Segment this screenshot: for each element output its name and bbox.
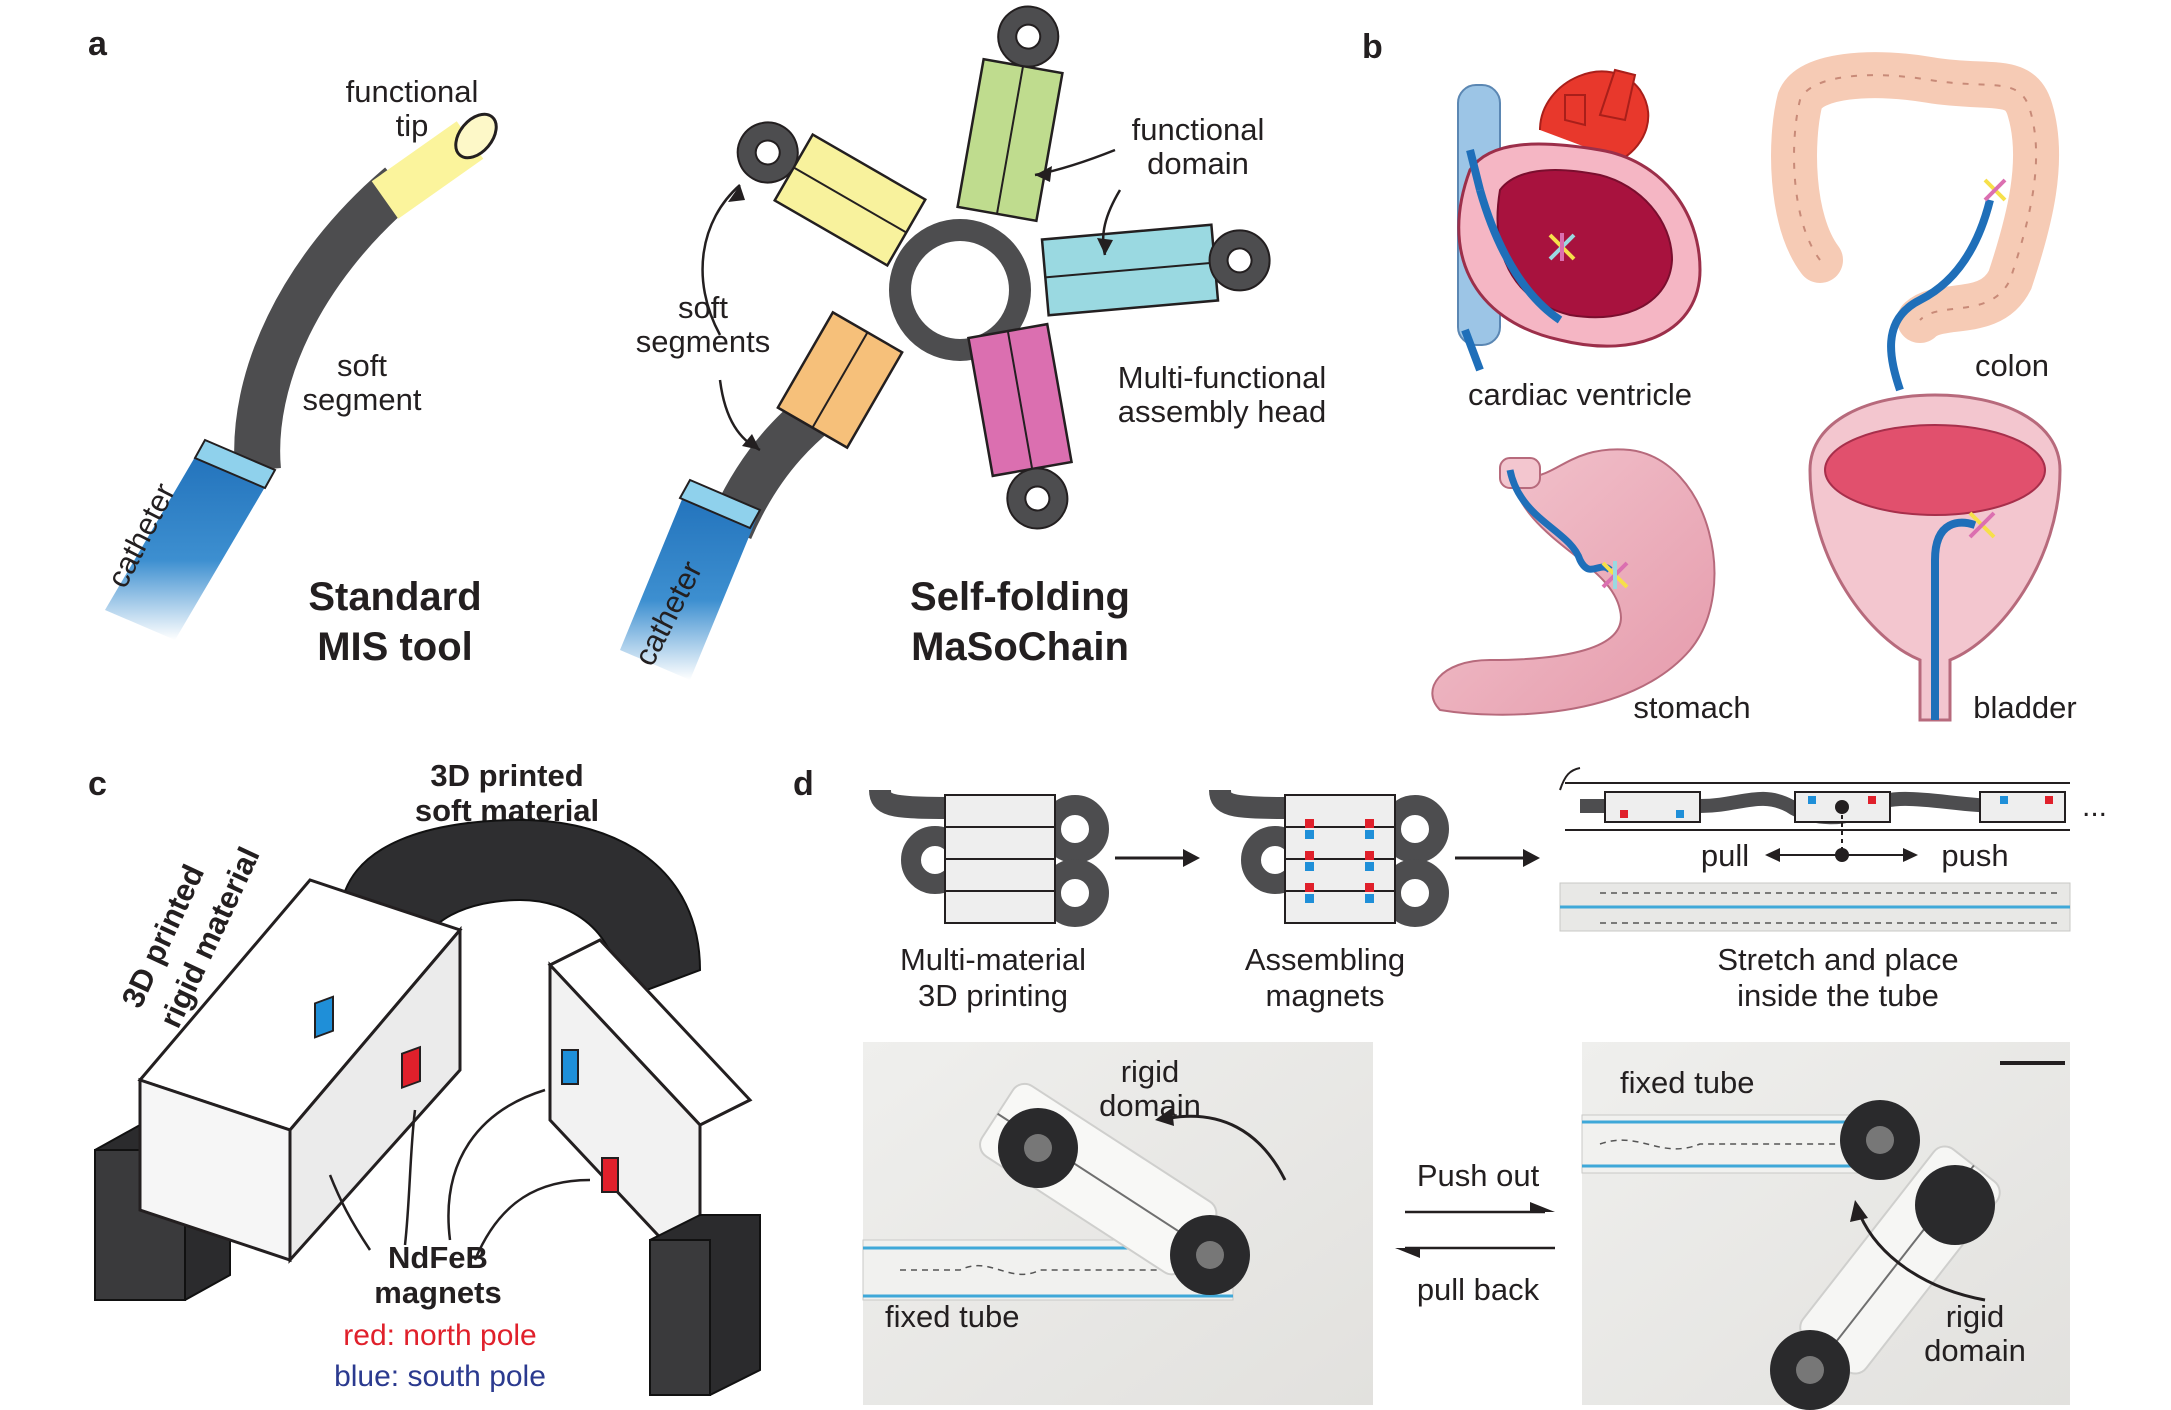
catheter-right-cuff — [678, 478, 762, 530]
push-out-arrowhead — [1530, 1202, 1555, 1212]
stomach-illustration — [1431, 448, 1716, 716]
panel-letter-a: a — [88, 25, 108, 63]
fixed-tube-right-label: fixed tube — [1620, 1065, 1754, 1100]
pull-back-label: pull back — [1417, 1272, 1540, 1307]
pull-back-arrowhead — [1395, 1248, 1420, 1258]
step-arrowhead-1 — [1183, 849, 1200, 867]
step1-diagram — [869, 789, 1109, 927]
functional-tip-line2: tip — [396, 108, 429, 143]
magnets-line2: magnets — [374, 1275, 501, 1310]
catheter-right-body — [620, 480, 760, 680]
rigid-domain-right-line2: domain — [1924, 1333, 2026, 1368]
masochain-illustration — [620, 5, 1271, 680]
standard-tool-illustration — [105, 112, 498, 640]
rigid-domain-left-line1: rigid — [1121, 1054, 1180, 1089]
organ-label-heart: cardiac ventricle — [1468, 377, 1692, 412]
soft-segment-line2: segment — [303, 382, 422, 417]
south-pole-label: blue: south pole — [334, 1360, 546, 1393]
masochain-title-line2: MaSoChain — [911, 625, 1129, 669]
segment-yellow — [736, 121, 927, 268]
segment-pink — [967, 322, 1073, 530]
bladder-illustration — [1808, 393, 2062, 722]
soft-segment-line1: soft — [337, 348, 387, 383]
rigid-domain-right-line1: rigid — [1946, 1299, 2005, 1334]
panel-letter-b: b — [1362, 28, 1383, 66]
functional-tip-line1: functional — [346, 74, 479, 109]
step3-line1: Stretch and place — [1717, 942, 1958, 977]
magnets-line1: NdFeB — [388, 1240, 488, 1275]
arrowhead-green — [1035, 166, 1052, 182]
push-label: push — [1941, 838, 2008, 873]
step2-line1: Assembling — [1245, 942, 1405, 977]
panel-a: a catheter functional tip soft segment S… — [88, 5, 1327, 680]
soft-segments-line2: segments — [636, 324, 770, 359]
functional-domain-line1: functional — [1132, 112, 1265, 147]
panel-letter-d: d — [793, 765, 814, 803]
arrowhead-cyan — [1097, 238, 1113, 255]
standard-title-line2: MIS tool — [317, 625, 473, 669]
push-out-label: Push out — [1417, 1158, 1540, 1193]
photo-left — [862, 1042, 1373, 1405]
functional-tip-end — [454, 112, 498, 160]
soft-segment-shape — [234, 167, 415, 473]
ellipsis-label: ... — [2082, 790, 2107, 823]
segment-orange — [776, 310, 904, 450]
step2-line2: magnets — [1266, 978, 1385, 1013]
panel-letter-c: c — [88, 765, 107, 803]
fixed-tube-left-label: fixed tube — [885, 1299, 1019, 1334]
colon-illustration — [1771, 52, 2060, 392]
photo-right — [1581, 1042, 2070, 1410]
functional-domain-line2: domain — [1147, 146, 1249, 181]
arrowhead-up — [728, 185, 745, 202]
multi-functional-line2: assembly head — [1118, 394, 1327, 429]
soft-segments-arrow-up — [701, 184, 741, 336]
panel-c: c 3D printed soft material 3D printed ri… — [88, 758, 761, 1396]
step1-line2: 3D printing — [918, 978, 1068, 1013]
panel-b: b cardiac ventricle — [1362, 28, 2077, 725]
hub-ring — [889, 219, 1031, 361]
masochain-title-line1: Self-folding — [910, 575, 1130, 619]
panel-d: d — [793, 765, 2107, 1410]
heart-illustration — [1457, 68, 1702, 372]
pull-label: pull — [1701, 838, 1749, 873]
step3-line2: inside the tube — [1737, 978, 1939, 1013]
organ-label-colon: colon — [1975, 348, 2049, 383]
rigid-domain-left-line2: domain — [1099, 1088, 1201, 1123]
organ-label-stomach: stomach — [1633, 690, 1750, 725]
step3-diagram — [1559, 767, 2071, 932]
block-illustration — [94, 818, 761, 1396]
step1-line1: Multi-material — [900, 942, 1086, 977]
step-arrowhead-2 — [1523, 849, 1540, 867]
multi-functional-line1: Multi-functional — [1118, 360, 1326, 395]
soft-segments-line1: soft — [678, 290, 728, 325]
standard-title-line1: Standard — [308, 575, 481, 619]
soft-material-line1: 3D printed — [430, 758, 583, 793]
organ-label-bladder: bladder — [1973, 690, 2076, 725]
arrowhead-down — [742, 434, 760, 450]
step2-diagram — [1209, 789, 1449, 927]
segment-green — [956, 5, 1064, 223]
segment-cyan — [1040, 223, 1271, 317]
catheter-left-body — [105, 440, 275, 640]
catheter-left-cuff — [193, 438, 277, 490]
north-pole-label: red: north pole — [343, 1319, 536, 1352]
